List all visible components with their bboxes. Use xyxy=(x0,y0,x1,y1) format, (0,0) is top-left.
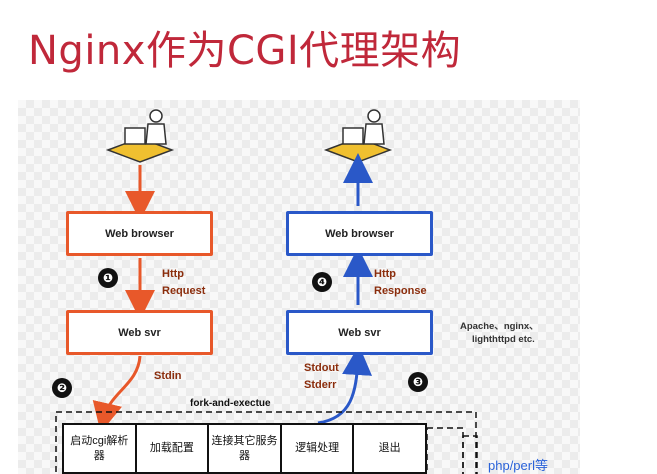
web-browser-label-left: Web browser xyxy=(105,227,174,240)
web-browser-box-right: Web browser xyxy=(286,211,433,256)
http-response-label: Http Response xyxy=(374,266,427,299)
stdout-stderr-label: Stdout Stderr xyxy=(304,360,339,393)
arrow-server-to-cgi xyxy=(92,355,142,433)
http-request-label-line2: Request xyxy=(162,284,206,297)
process-step-exit: 退出 xyxy=(378,442,401,455)
web-server-label-right: Web svr xyxy=(338,326,381,339)
step-1-badge: ❶ xyxy=(98,268,118,288)
process-stack-frame xyxy=(426,427,464,474)
step-3-badge: ❸ xyxy=(408,372,428,392)
web-server-box-left: Web svr xyxy=(66,310,213,355)
step-2-badge: ❷ xyxy=(52,378,72,398)
process-stack-frame-back xyxy=(462,435,478,474)
cgi-process-steps: 启动cgi解析器 加载配置 连接其它服务器 逻辑处理 退出 xyxy=(62,423,427,474)
http-request-label-line1: Http xyxy=(162,268,184,280)
fork-and-execute-label: fork-and-exectue xyxy=(190,398,271,409)
footnote-php-perl: php/perl等 xyxy=(488,458,548,473)
web-server-label-left: Web svr xyxy=(118,326,161,339)
arrow-cgi-to-server xyxy=(317,345,373,425)
user-computer-icon-right xyxy=(323,109,393,163)
process-step-start-cgi-parser: 启动cgi解析器 xyxy=(64,425,137,472)
stdout-label: Stdout xyxy=(304,362,339,374)
stdin-label: Stdin xyxy=(154,370,182,382)
http-response-label-line1: Http xyxy=(374,268,396,280)
web-server-box-right: Web svr xyxy=(286,310,433,355)
user-computer-icon-left xyxy=(105,109,175,163)
process-step-load-config: 加载配置 xyxy=(137,425,210,472)
web-browser-label-right: Web browser xyxy=(325,227,394,240)
step-4-badge: ❹ xyxy=(312,272,332,292)
servers-note-line1: Apache、nginx、 xyxy=(460,321,539,332)
http-request-label: Http Request xyxy=(162,266,205,299)
fork-exec-frame xyxy=(55,411,477,474)
servers-note: Apache、nginx、 lighthttpd etc. xyxy=(460,320,539,347)
http-response-label-line2: Response xyxy=(374,284,427,297)
process-step-connect-servers: 连接其它服务器 xyxy=(209,425,282,472)
web-browser-box-left: Web browser xyxy=(66,211,213,256)
process-step-logic: 逻辑处理 xyxy=(282,425,355,472)
servers-note-line2: lighthttpd etc. xyxy=(472,334,535,346)
stderr-label: Stderr xyxy=(304,378,337,391)
slide-title: Nginx作为CGI代理架构 xyxy=(28,28,462,74)
